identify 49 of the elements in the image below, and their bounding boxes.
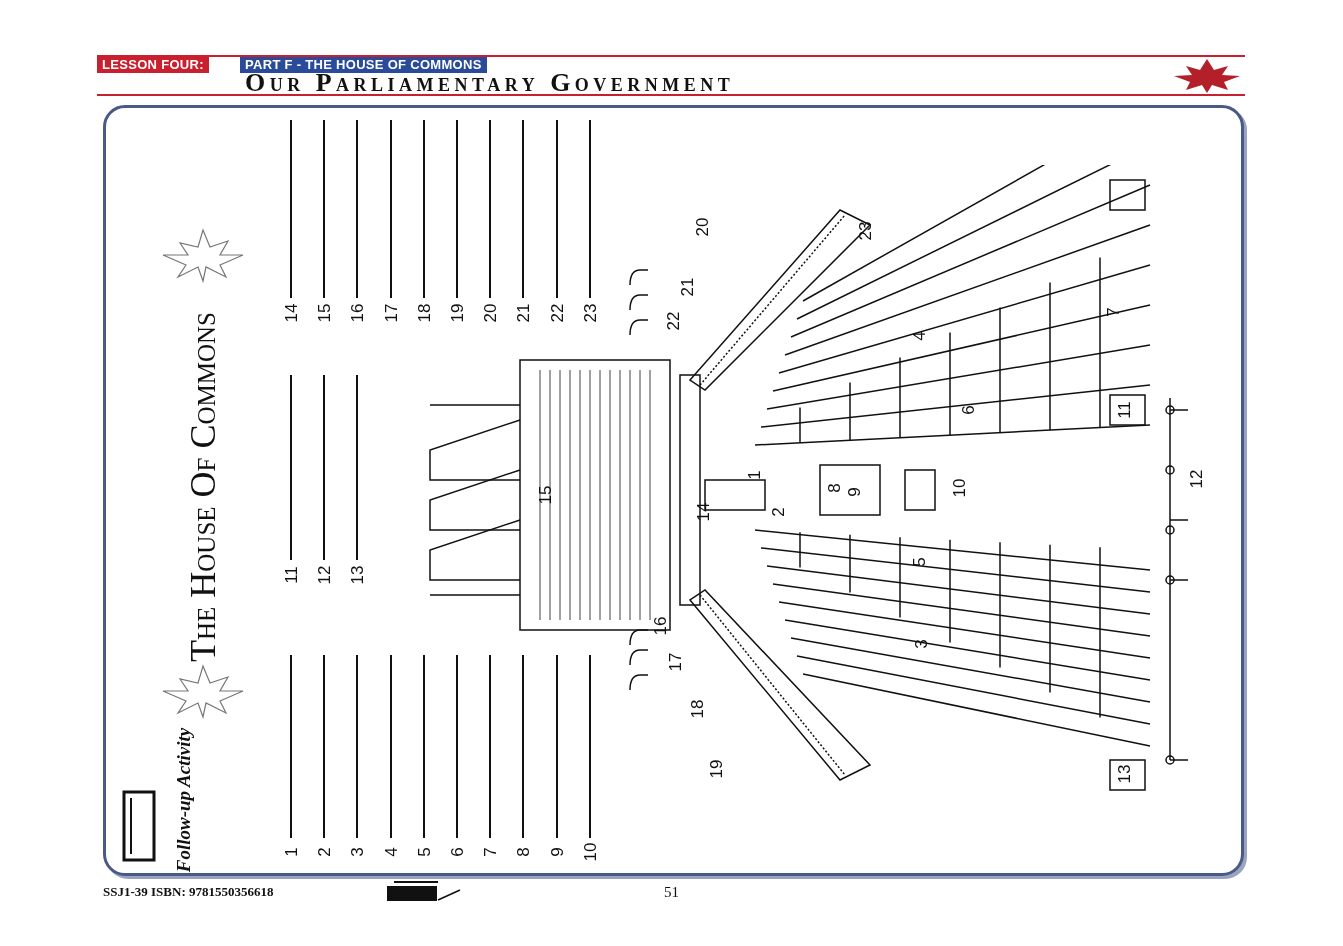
callout-number: 17 <box>666 652 684 672</box>
callout-number: 22 <box>664 311 682 331</box>
callout-number: 2 <box>769 507 787 517</box>
answer-number: 22 <box>548 303 566 323</box>
callout-number: 11 <box>1115 401 1133 419</box>
answer-number: 17 <box>382 303 400 323</box>
worksheet-heading: The House Of Commons <box>185 312 221 662</box>
callout-number: 19 <box>707 759 725 779</box>
callout-number: 20 <box>693 217 711 237</box>
callout-number: 1 <box>745 470 763 480</box>
callout-number: 21 <box>678 277 696 297</box>
answer-number: 20 <box>481 303 499 323</box>
callout-number: 18 <box>688 699 706 719</box>
footer-code: SSJ1-39 ISBN: 9781550356618 <box>103 884 274 900</box>
callout-number: 9 <box>845 487 863 497</box>
answer-number: 4 <box>382 847 400 857</box>
callout-number: 8 <box>825 483 843 493</box>
part-tag: PART F - THE HOUSE OF COMMONS <box>240 57 487 73</box>
answer-number: 9 <box>548 847 566 857</box>
answer-number: 23 <box>581 303 599 323</box>
answer-number: 1 <box>282 847 300 857</box>
activity-label: Follow-up Activity <box>173 727 193 873</box>
callout-number: 15 <box>536 485 554 505</box>
answer-number: 19 <box>448 303 466 323</box>
answer-number: 14 <box>282 303 300 323</box>
page-title: Our Parliamentary Government <box>245 70 735 96</box>
page-number: 51 <box>664 884 679 901</box>
answer-number: 10 <box>581 842 599 862</box>
callout-number: 10 <box>950 478 968 498</box>
answer-number: 8 <box>514 847 532 857</box>
answer-number: 5 <box>415 847 433 857</box>
answer-number: 6 <box>448 847 466 857</box>
answer-number: 18 <box>415 303 433 323</box>
answer-number: 16 <box>348 303 366 323</box>
callout-number: 13 <box>1115 764 1133 784</box>
answer-number: 21 <box>514 303 532 323</box>
callout-number: 4 <box>910 331 928 341</box>
callout-number: 6 <box>959 405 977 415</box>
answer-number: 13 <box>348 565 366 585</box>
answer-number: 7 <box>481 847 499 857</box>
answer-number: 11 <box>282 566 300 584</box>
answer-number: 3 <box>348 847 366 857</box>
answer-number: 2 <box>315 847 333 857</box>
callout-number: 14 <box>694 502 712 522</box>
callout-number: 12 <box>1187 469 1205 489</box>
lesson-tag: LESSON FOUR: <box>97 57 209 73</box>
answer-number: 12 <box>315 565 333 585</box>
callout-number: 16 <box>651 616 669 636</box>
answer-number: 15 <box>315 303 333 323</box>
